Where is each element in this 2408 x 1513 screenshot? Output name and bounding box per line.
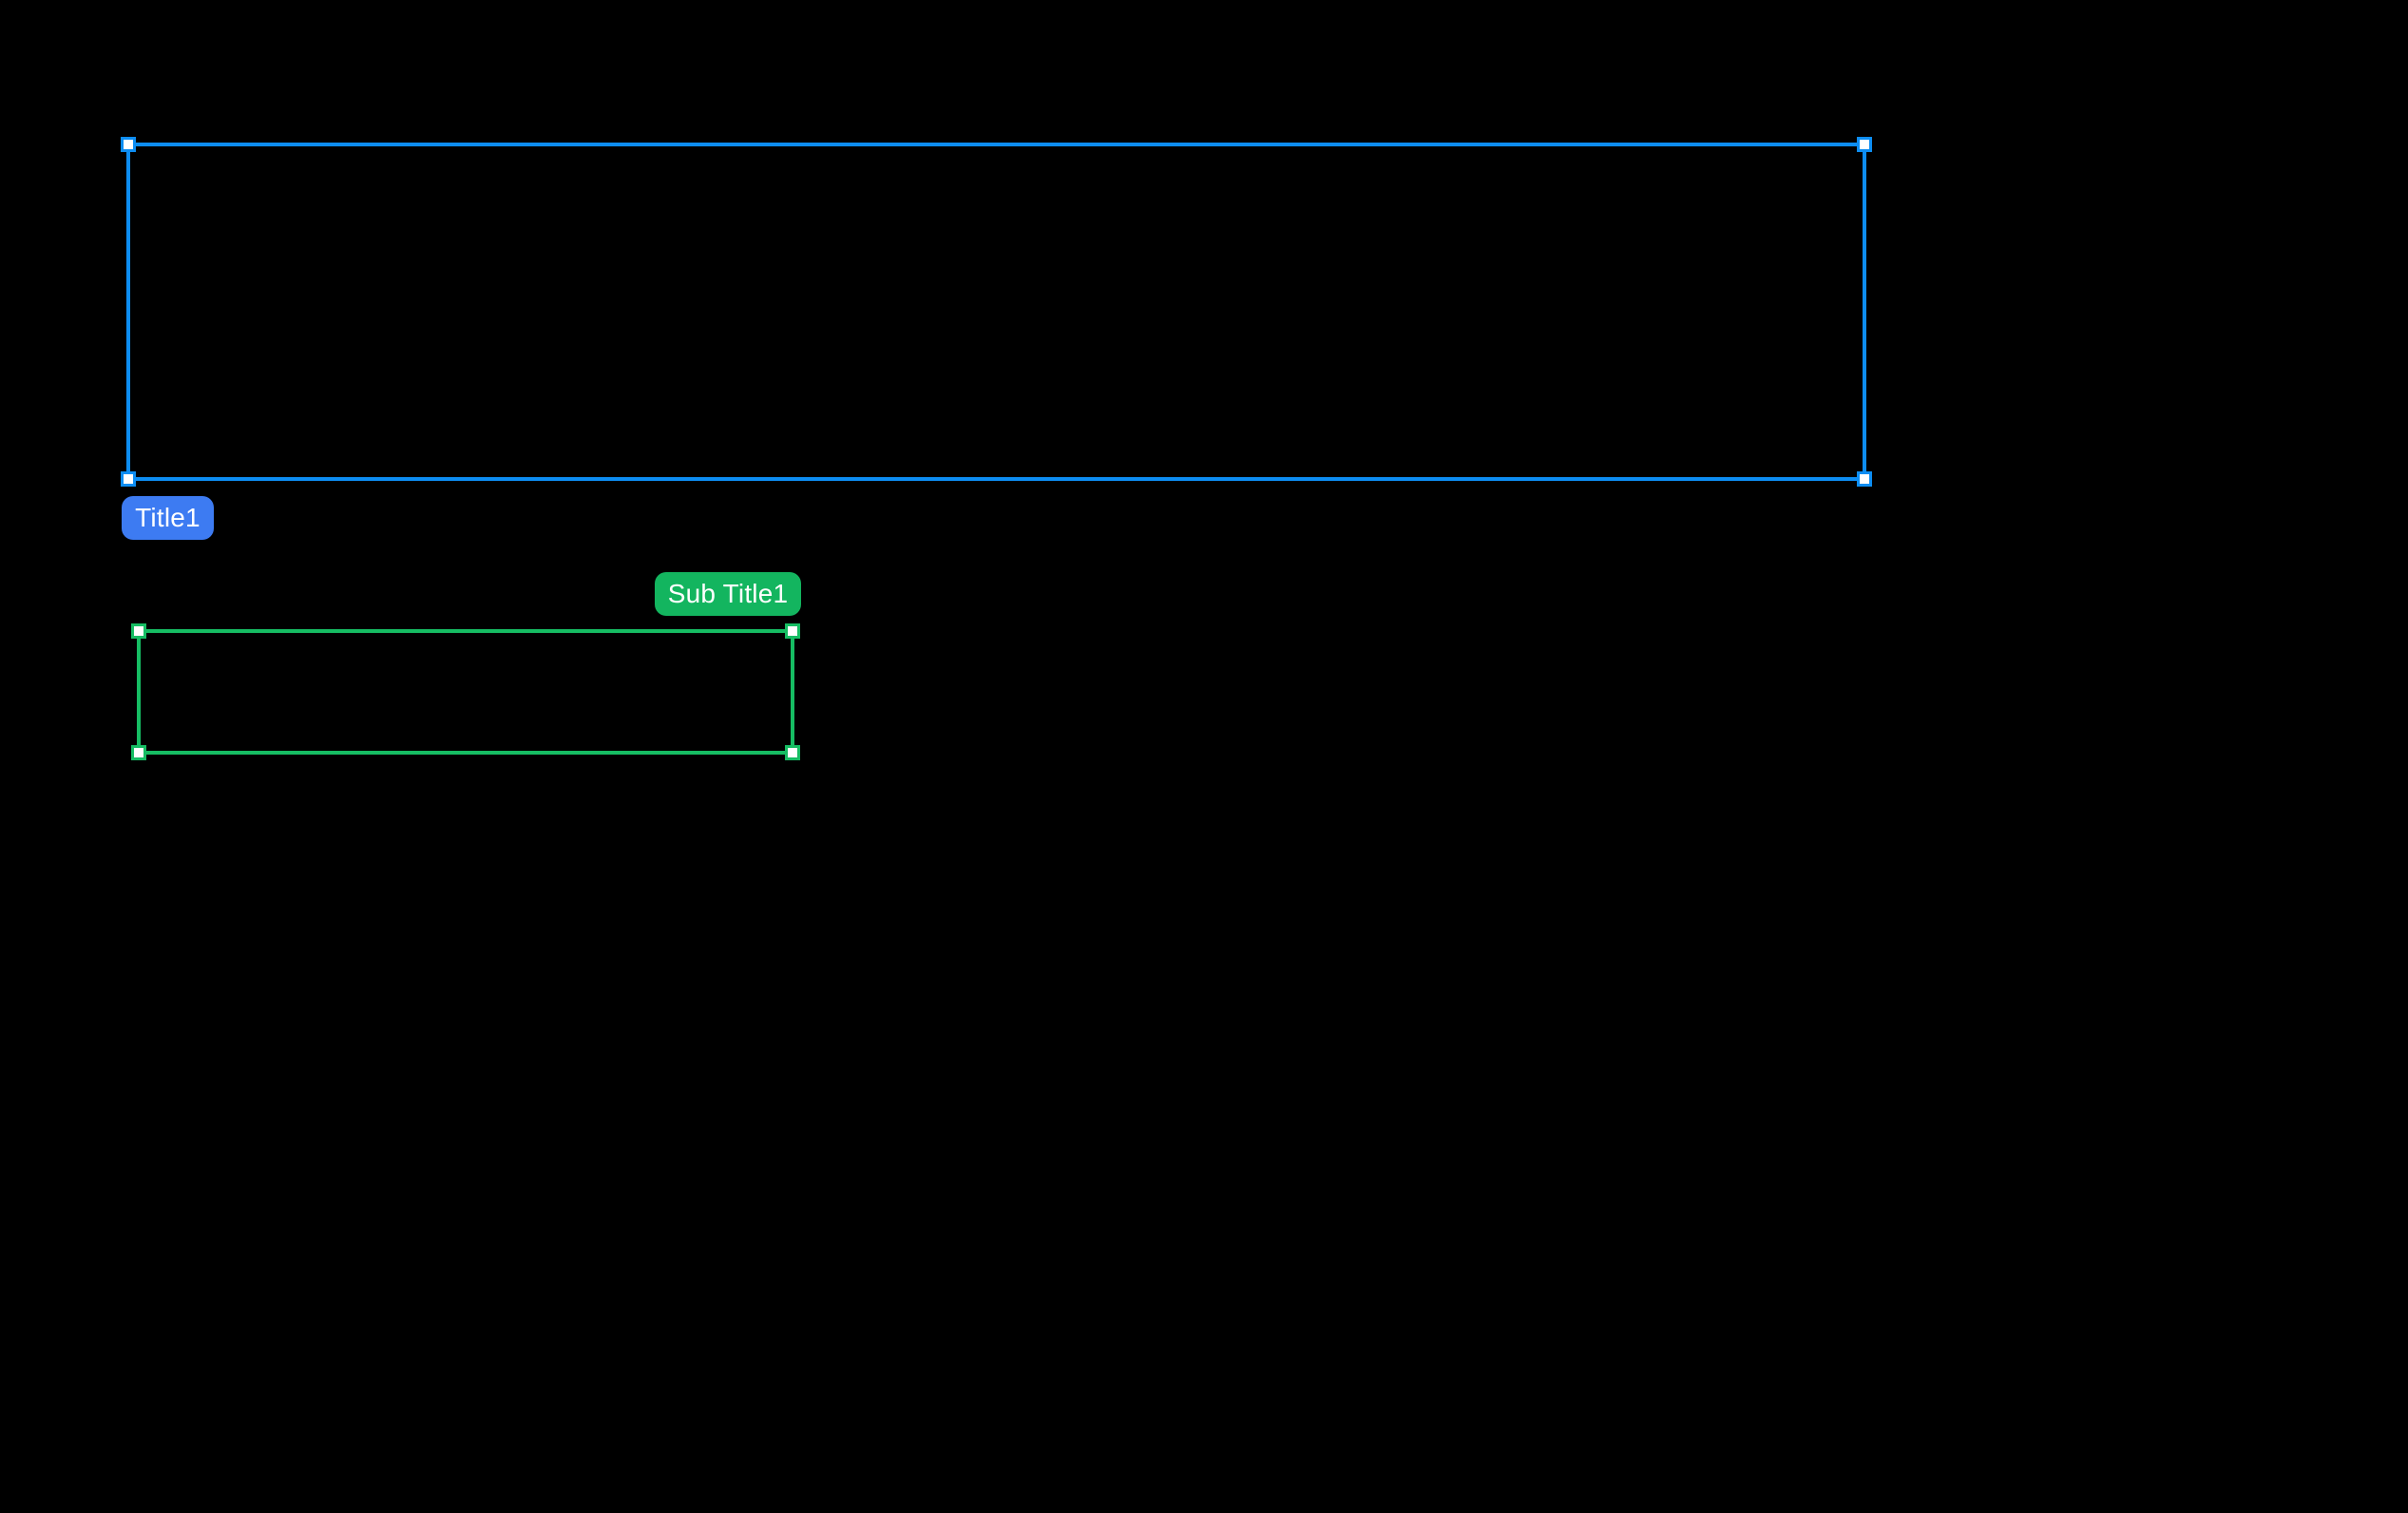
resize-handle-bottom-left[interactable] xyxy=(121,471,136,487)
resize-handle-top-right[interactable] xyxy=(785,623,800,639)
selection-box-sub-title1[interactable] xyxy=(131,623,800,760)
resize-handle-top-left[interactable] xyxy=(131,623,146,639)
selection-box-title1[interactable] xyxy=(121,137,1872,487)
selection-label-title1[interactable]: Title1 xyxy=(122,496,214,540)
resize-handle-top-left[interactable] xyxy=(121,137,136,152)
selection-label-sub-title1[interactable]: Sub Title1 xyxy=(655,572,801,616)
resize-handle-bottom-left[interactable] xyxy=(131,745,146,760)
resize-handle-bottom-right[interactable] xyxy=(1857,471,1872,487)
resize-handle-top-right[interactable] xyxy=(1857,137,1872,152)
resize-handle-bottom-right[interactable] xyxy=(785,745,800,760)
